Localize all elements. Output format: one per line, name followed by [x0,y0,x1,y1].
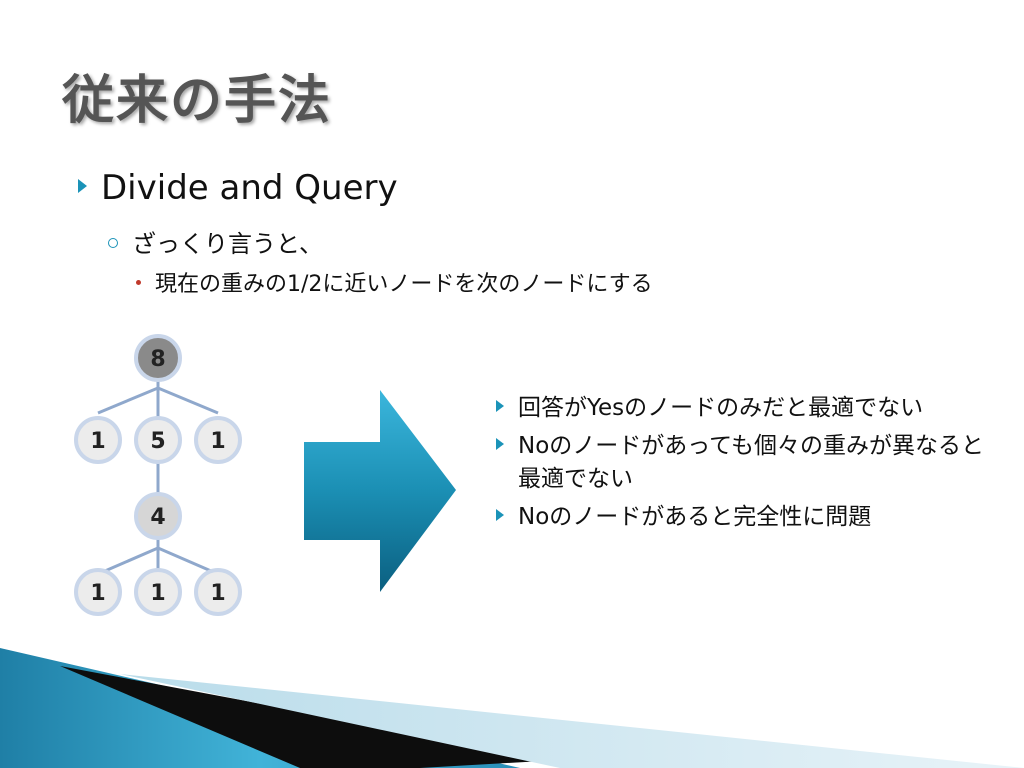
tree-node-root-label: 8 [150,347,165,372]
tree-node-left1: 1 [74,416,122,464]
right-bullet-3-text: Noのノードがあると完全性に問題 [518,504,872,530]
edge-sub-right [157,546,219,576]
bullet-level3: 現在の重みの1/2に近いノードを次のノードにする [136,266,653,298]
tree-node-mid1-label: 5 [150,429,165,454]
slide-title: 従来の手法 [62,71,333,131]
triangle-bullet-icon [496,400,504,412]
tree-node-mid2-label: 1 [150,581,165,606]
tree-node-sub: 4 [134,492,182,540]
tree-node-right1-label: 1 [210,429,225,454]
tree-diagram: 8 1 5 1 4 1 1 1 [74,334,242,616]
tree-node-mid2: 1 [134,568,182,616]
right-bullet-3: Noのノードがあると完全性に問題 [496,501,996,534]
tree-node-mid1: 5 [134,416,182,464]
edge-root-left [97,386,159,415]
edge-sub-left [97,546,159,576]
right-bullet-2: Noのノードがあっても個々の重みが異なると最適でない [496,430,996,496]
tree-node-root: 8 [134,334,182,382]
circle-bullet-icon [108,238,118,248]
triangle-bullet-icon [78,179,87,193]
tree-node-left2: 1 [74,568,122,616]
bullet-level1: Divide and Query [78,168,398,208]
tree-node-left2-label: 1 [90,581,105,606]
bullet-level2: ざっくり言うと、 [108,224,323,259]
triangle-bullet-icon [496,509,504,521]
tree-node-sub-label: 4 [150,505,165,530]
right-bullet-list: 回答がYesのノードのみだと最適でない Noのノードがあっても個々の重みが異なる… [496,392,996,539]
right-arrow-icon [304,390,456,592]
tree-node-left1-label: 1 [90,429,105,454]
right-bullet-1-text: 回答がYesのノードのみだと最適でない [518,395,924,421]
right-bullet-1: 回答がYesのノードのみだと最適でない [496,392,996,425]
edge-root-right [157,386,219,415]
tree-edges [97,358,219,592]
bullet-level3-text: 現在の重みの1/2に近いノードを次のノードにする [155,272,653,297]
triangle-bullet-icon [496,438,504,450]
tree-node-right1: 1 [194,416,242,464]
tree-node-right2: 1 [194,568,242,616]
dot-bullet-icon [136,280,141,285]
bullet-level1-text: Divide and Query [101,168,398,208]
right-bullet-2-text: Noのノードがあっても個々の重みが異なると最適でない [518,433,984,492]
tree-node-right2-label: 1 [210,581,225,606]
bullet-level2-text: ざっくり言うと、 [132,230,324,258]
footer-decoration [0,648,1024,768]
